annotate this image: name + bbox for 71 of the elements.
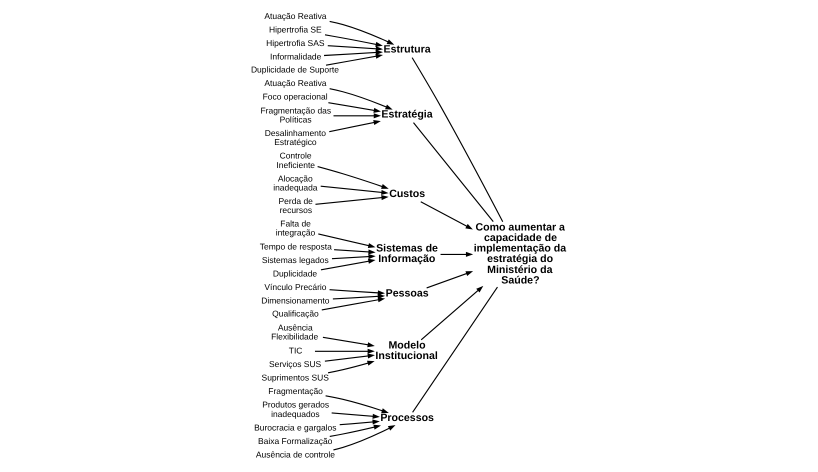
node-text: Alocação inadequada xyxy=(273,173,318,192)
arrow xyxy=(320,186,389,195)
arrow xyxy=(320,258,376,270)
node-text: Foco operacional xyxy=(262,92,328,102)
node-text: Atuação Reativa xyxy=(264,10,327,21)
node-text: Produtos gerados inadequados xyxy=(262,400,330,419)
arrow xyxy=(328,45,384,52)
node-text: Suprimentos SUS xyxy=(262,372,329,382)
arrow xyxy=(329,120,381,132)
node-text: Estratégia xyxy=(381,108,433,121)
node-text: Hipertrofia SE xyxy=(268,24,322,34)
connector xyxy=(412,286,498,413)
node-text: Informalidade xyxy=(270,51,322,62)
arrow xyxy=(325,395,389,414)
arrow xyxy=(340,419,380,426)
arrow xyxy=(326,54,383,66)
node-text: Hipertrofia SAS xyxy=(266,38,325,48)
node-text: Tempo de resposta xyxy=(260,242,332,252)
node-text: Como aumentar a capacidade de implementação da estratégia do Ministério da Saúde? xyxy=(474,221,566,286)
arrow xyxy=(426,271,474,288)
arrow xyxy=(328,102,381,113)
arrow xyxy=(420,201,473,230)
arrow xyxy=(440,252,474,257)
arrow xyxy=(318,233,376,248)
arrow xyxy=(330,20,394,45)
node-text: TIC xyxy=(288,345,302,356)
node-text: Duplicidade de Suporte xyxy=(250,64,339,75)
arrow xyxy=(317,166,389,189)
arrow xyxy=(330,88,393,110)
node-text: Serviços SUS xyxy=(268,358,322,369)
node-text: Processos xyxy=(380,412,434,424)
node-text: Pessoas xyxy=(386,287,429,300)
node-text: Fragmentação das Políticas xyxy=(260,105,332,125)
node-text: Baixa Formalização xyxy=(258,436,332,446)
node-text: Controle Ineficiente xyxy=(276,150,316,170)
node-text: Qualificação xyxy=(272,308,319,319)
arrow xyxy=(334,249,376,254)
arrow xyxy=(333,425,396,450)
arrow xyxy=(420,286,484,340)
node-text: Desalinhamento Estratégico xyxy=(264,128,326,148)
arrow xyxy=(315,195,389,205)
node-text: Custos xyxy=(389,188,426,200)
node-text: Duplicidade xyxy=(272,268,318,278)
node-text: Estrutura xyxy=(384,43,431,56)
node-text: Atuação Reativa xyxy=(264,78,327,88)
arrow xyxy=(333,113,381,118)
arrow xyxy=(324,34,383,47)
arrow xyxy=(322,297,386,311)
node-text: Perda de recursos xyxy=(278,196,313,216)
arrow xyxy=(322,336,375,348)
node-text: Burocracia e gargalos xyxy=(254,422,337,433)
arrow xyxy=(314,348,375,354)
node-text: Vínculo Precário xyxy=(264,282,327,292)
arrow xyxy=(328,360,375,374)
arrow xyxy=(324,50,383,56)
arrow xyxy=(324,354,375,362)
node-text: Sistemas legados xyxy=(262,254,329,265)
node-text: Ausência de controle xyxy=(256,449,335,460)
node-text: Sistemas de Informação xyxy=(376,242,438,266)
node-text: Modelo Institucional xyxy=(375,339,438,362)
connector xyxy=(412,57,504,222)
arrow xyxy=(332,254,376,260)
arrow xyxy=(332,294,386,300)
arrow xyxy=(330,424,382,438)
connector xyxy=(413,122,494,222)
arrow xyxy=(330,289,386,296)
arrow xyxy=(332,412,380,419)
node-text: Falta de integração xyxy=(276,218,316,238)
node-text: Dimensionamento xyxy=(261,295,330,306)
node-text: Fragmentação xyxy=(268,386,323,396)
node-text: Ausência Flexibilidade xyxy=(271,322,318,342)
